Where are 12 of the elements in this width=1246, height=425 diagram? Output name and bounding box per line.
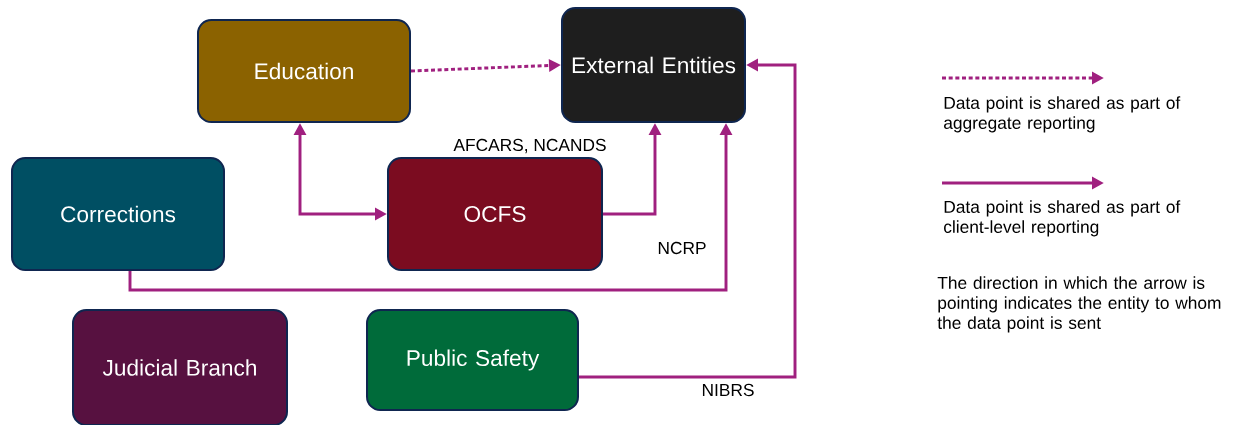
legend-text: Data point is shared as part of client-level reporting — [944, 200, 1181, 237]
note-text: The direction in which the arrow is pointing indicates the entity to whom the data point is sent — [937, 276, 1221, 333]
entity-box: OCFS — [387, 157, 603, 271]
entity-box: Education — [197, 19, 411, 123]
entity-box: External Entities — [561, 7, 746, 123]
entity-box: Public Safety — [366, 309, 579, 411]
edge-label: AFCARS, NCANDS — [453, 138, 606, 154]
entity-box: Corrections — [11, 157, 225, 271]
edge-label: NCRP — [658, 241, 706, 255]
legend-text: Data point is shared as part of aggregate reporting — [944, 96, 1181, 133]
edge-label: NIBRS — [702, 383, 754, 397]
entity-box: Judicial Branch — [72, 309, 288, 425]
